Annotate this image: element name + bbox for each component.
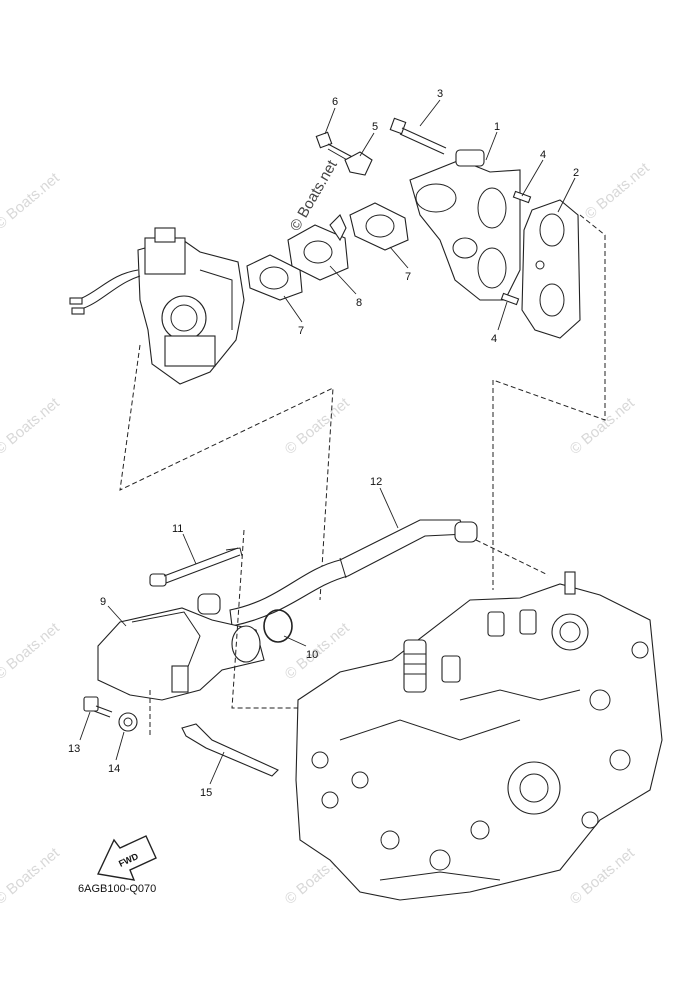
callout-10: 10 bbox=[306, 649, 318, 661]
callout-7: 7 bbox=[298, 325, 304, 337]
bolt-11 bbox=[149, 547, 243, 587]
hose-12 bbox=[197, 519, 478, 627]
watermark: © Boats.net bbox=[567, 844, 639, 908]
bracket-5 bbox=[344, 151, 373, 176]
strap-15 bbox=[181, 723, 279, 777]
callout-2: 2 bbox=[573, 167, 579, 179]
callout-5: 5 bbox=[372, 121, 378, 133]
watermark: © Boats.net bbox=[0, 844, 63, 908]
watermark: © Boats.net bbox=[0, 169, 63, 233]
callout-13: 13 bbox=[68, 743, 80, 755]
callout-6: 6 bbox=[332, 96, 338, 108]
o-ring-10 bbox=[263, 609, 293, 643]
watermark: © Boats.net bbox=[282, 394, 354, 458]
intake-manifold-1 bbox=[409, 149, 521, 301]
callout-9: 9 bbox=[100, 596, 106, 608]
assembly-lines-upper bbox=[119, 214, 606, 601]
dowel-pin-4 bbox=[500, 190, 532, 306]
fwd-arrow-icon: FWD bbox=[96, 835, 157, 881]
watermark: © Boats.net bbox=[567, 394, 639, 458]
gasket-7-right bbox=[349, 202, 409, 251]
callout-1: 1 bbox=[494, 121, 500, 133]
callout-12: 12 bbox=[370, 476, 382, 488]
callout-8: 8 bbox=[356, 297, 362, 309]
callout-14: 14 bbox=[108, 763, 120, 775]
diagram-code: 6AGB100-Q070 bbox=[78, 883, 156, 895]
grommet-14 bbox=[118, 712, 138, 732]
gasket-7-left bbox=[246, 254, 303, 301]
watermark: © Boats.net bbox=[0, 619, 63, 683]
callout-labels: 1 2 3 4 4 5 6 7 7 8 9 10 11 12 13 14 15 bbox=[68, 88, 579, 799]
engine-block bbox=[295, 571, 663, 901]
callout-4: 4 bbox=[540, 149, 546, 161]
gasket-2 bbox=[521, 199, 581, 339]
callout-15: 15 bbox=[200, 787, 212, 799]
carburetor bbox=[69, 227, 245, 385]
callout-7: 7 bbox=[405, 271, 411, 283]
bolt-13 bbox=[83, 696, 113, 718]
watermark: © Boats.net bbox=[0, 394, 63, 458]
bolt-6 bbox=[315, 131, 359, 166]
insulator-8 bbox=[287, 214, 349, 281]
bolt-3 bbox=[389, 117, 447, 155]
callout-4: 4 bbox=[491, 333, 497, 345]
hose-assembly-line bbox=[475, 539, 549, 576]
callout-11: 11 bbox=[172, 523, 183, 535]
watermark: © Boats.net bbox=[582, 159, 654, 223]
callout-3: 3 bbox=[437, 88, 443, 100]
leader-lines bbox=[79, 99, 576, 785]
silencer-9 bbox=[97, 607, 265, 701]
